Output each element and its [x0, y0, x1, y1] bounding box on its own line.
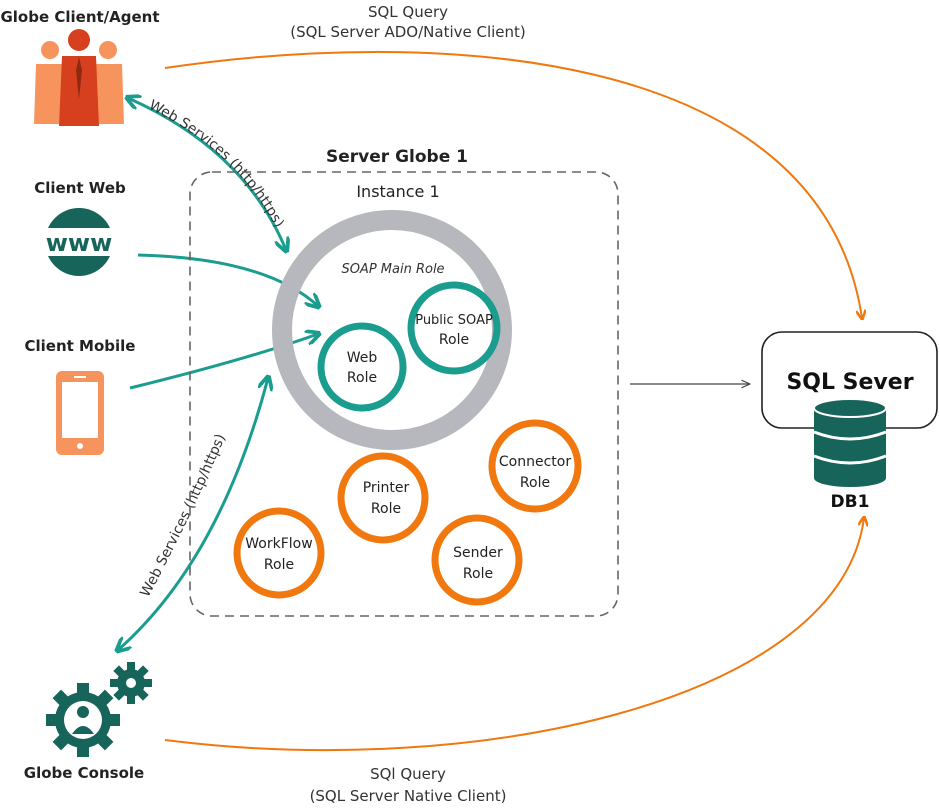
sql-query-bottom-label: SQl Query: [370, 765, 446, 783]
sql-query-top-connector: [164, 50, 862, 318]
sender-role-label-2: Role: [463, 566, 493, 582]
web-role: Web Role: [317, 322, 407, 412]
sql-query-top-label: SQL Query: [368, 3, 448, 21]
web-role-label-2: Role: [347, 370, 377, 386]
server-container: [189, 171, 619, 617]
printer-role-label-1: Printer: [363, 480, 410, 496]
workflow-role-label-2: Role: [264, 557, 294, 573]
database-icon: [813, 398, 887, 487]
public-soap-role-label-2: Role: [439, 332, 469, 348]
sql-query-bottom-sublabel: (SQL Server Native Client): [310, 787, 507, 805]
connector-role-label-2: Role: [520, 475, 550, 491]
sender-role: Sender Role: [431, 514, 523, 606]
web-services-top-label: Web Services (http/https): [146, 97, 287, 230]
web-services-top-connector: [128, 98, 286, 250]
globe-console-label: Globe Console: [24, 764, 144, 782]
public-soap-role: Public SOAP Role: [407, 281, 501, 375]
client-web-connector: [137, 253, 318, 306]
printer-role: Printer Role: [337, 452, 429, 544]
connector-role-label-1: Connector: [499, 454, 571, 470]
instance-label: Instance 1: [356, 182, 439, 201]
globe-client-agent-label: Globe Client/Agent: [0, 8, 159, 26]
workflow-role: WorkFlow Role: [233, 507, 325, 599]
sql-query-top-sublabel: (SQL Server ADO/Native Client): [290, 23, 526, 41]
client-web-label: Client Web: [34, 179, 126, 197]
web-role-label-1: Web: [347, 350, 378, 366]
public-soap-role-label-1: Public SOAP: [415, 313, 493, 328]
mobile-phone-icon: [56, 371, 104, 455]
sql-query-bottom-connector: [164, 518, 864, 752]
connector-role: Connector Role: [488, 419, 582, 513]
people-icon: [34, 29, 124, 126]
console-gears-icon: [46, 662, 152, 757]
workflow-role-label-1: WorkFlow: [245, 536, 312, 552]
server-title: Server Globe 1: [326, 147, 468, 167]
client-mobile-label: Client Mobile: [25, 337, 136, 355]
soap-main-role-ring: [272, 210, 512, 450]
www-icon-text: www: [46, 229, 113, 257]
web-services-bottom-connector: [118, 378, 268, 650]
soap-main-role-label: SOAP Main Role: [341, 262, 444, 277]
printer-role-label-2: Role: [371, 501, 401, 517]
www-globe-icon: www: [36, 208, 122, 276]
sql-server-title: SQL Sever: [786, 370, 913, 395]
db1-label: DB1: [831, 492, 870, 512]
sender-role-label-1: Sender: [453, 545, 503, 561]
